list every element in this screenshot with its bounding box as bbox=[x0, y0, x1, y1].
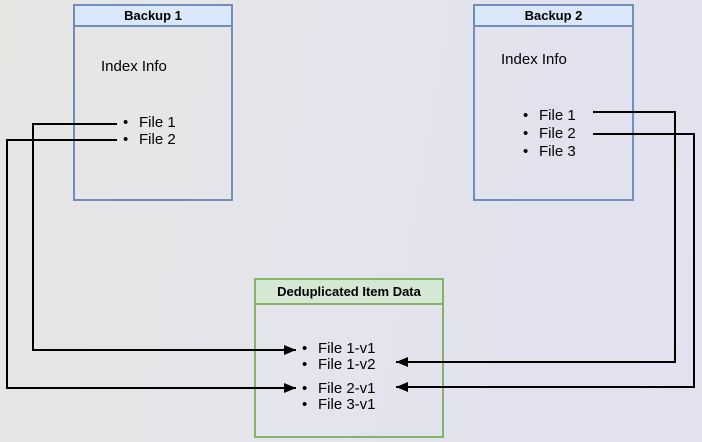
list-item: • File 2 bbox=[523, 125, 576, 143]
list-item: • File 1-v1 bbox=[302, 341, 376, 357]
list-item: • File 1-v2 bbox=[302, 357, 376, 373]
backup1-box: Backup 1 Index Info • File 1 • File 2 bbox=[73, 4, 233, 201]
file-label: File 1 bbox=[139, 114, 176, 131]
bullet-icon: • bbox=[302, 340, 308, 357]
backup2-title: Backup 2 bbox=[475, 6, 632, 27]
file-label: File 2 bbox=[139, 131, 176, 148]
dedup-box: Deduplicated Item Data • File 1-v1 • Fil… bbox=[254, 278, 444, 438]
bullet-icon: • bbox=[302, 380, 308, 397]
file-label: File 1-v2 bbox=[318, 356, 376, 373]
file-label: File 3 bbox=[539, 143, 576, 160]
backup2-file-list: • File 1 • File 2 • File 3 bbox=[523, 107, 576, 161]
bullet-icon: • bbox=[523, 125, 529, 142]
list-item: • File 2 bbox=[123, 131, 176, 148]
backup1-file-list: • File 1 • File 2 bbox=[123, 114, 176, 148]
backup2-subtitle: Index Info bbox=[501, 51, 567, 68]
bullet-icon: • bbox=[523, 107, 529, 124]
list-item: • File 3-v1 bbox=[302, 397, 376, 413]
bullet-icon: • bbox=[302, 396, 308, 413]
file-label: File 3-v1 bbox=[318, 396, 376, 413]
file-label: File 1-v1 bbox=[318, 340, 376, 357]
backup2-box: Backup 2 Index Info • File 1 • File 2 • … bbox=[473, 4, 634, 201]
file-label: File 1 bbox=[539, 107, 576, 124]
bullet-icon: • bbox=[123, 114, 129, 131]
dedup-file-list: • File 1-v1 • File 1-v2 • File 2-v1 • Fi… bbox=[302, 341, 376, 413]
backup1-title: Backup 1 bbox=[75, 6, 231, 27]
list-item: • File 2-v1 bbox=[302, 381, 376, 397]
list-item: • File 3 bbox=[523, 143, 576, 161]
list-item: • File 1 bbox=[123, 114, 176, 131]
list-item: • File 1 bbox=[523, 107, 576, 125]
backup1-subtitle: Index Info bbox=[101, 58, 167, 75]
bullet-icon: • bbox=[523, 143, 529, 160]
file-label: File 2-v1 bbox=[318, 380, 376, 397]
file-label: File 2 bbox=[539, 125, 576, 142]
bullet-icon: • bbox=[123, 131, 129, 148]
dedup-title: Deduplicated Item Data bbox=[256, 280, 442, 305]
bullet-icon: • bbox=[302, 356, 308, 373]
